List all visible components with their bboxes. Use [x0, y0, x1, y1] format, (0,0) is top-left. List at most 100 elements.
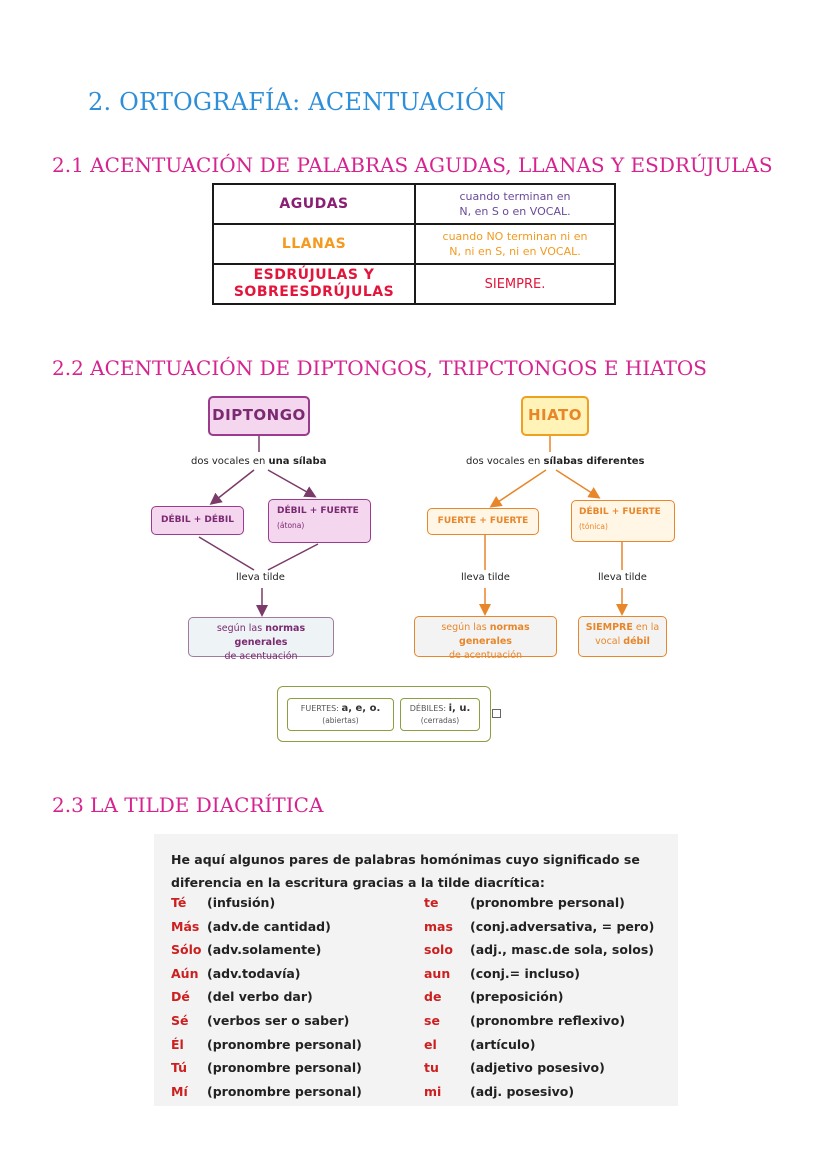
accented-word: Sé — [171, 1013, 189, 1028]
hiato-lleva-tilde-left: lleva tilde — [461, 572, 510, 583]
collapse-icon — [492, 709, 501, 718]
vowels-values: i, u. — [448, 703, 471, 714]
plain-meaning: (preposición) — [470, 989, 564, 1005]
rule-agudas: cuando terminan en N, en S o en VOCAL. — [414, 183, 616, 225]
plain-word: tu — [424, 1060, 439, 1076]
rule-esdrujulas: SIEMPRE. — [414, 263, 616, 305]
accented-meaning: (infusión) — [207, 895, 276, 910]
result-text: según las — [216, 623, 266, 634]
debil-fuerte-atona-box: DÉBIL + FUERTE (átona) — [268, 499, 371, 543]
plain-word: mas — [424, 918, 453, 934]
table-row: ESDRÚJULAS Y SOBREESDRÚJULAS SIEMPRE. — [212, 263, 616, 305]
result-text: en la — [632, 622, 660, 633]
result-text: de acentuación — [448, 650, 523, 661]
accented-meaning: (pronombre personal) — [207, 1083, 362, 1099]
plain-meaning: (pronombre reflexivo) — [470, 1013, 626, 1028]
accented-word: Té — [171, 895, 187, 910]
accented-word: Aún — [171, 965, 199, 981]
intro-line: diferencia en la escritura gracias a la … — [171, 875, 545, 890]
strong-vowels-box: FUERTES: a, e, o. (abiertas) — [287, 698, 394, 731]
diptongo-box: DIPTONGO — [208, 396, 310, 436]
plain-word: se — [424, 1013, 440, 1028]
vowels-values: a, e, o. — [341, 703, 381, 714]
section-3-heading: 2.3 LA TILDE DIACRÍTICA — [52, 793, 324, 817]
plain-meaning: (conj.= incluso) — [470, 965, 580, 981]
plain-meaning: (conj.adversativa, = pero) — [470, 918, 655, 934]
plain-meaning: (adjetivo posesivo) — [470, 1060, 605, 1076]
vowels-sublabel: (abiertas) — [322, 716, 359, 725]
debil-debil-box: DÉBIL + DÉBIL — [151, 506, 244, 535]
label-line: SOBREESDRÚJULAS — [233, 284, 395, 300]
accented-meaning: (pronombre personal) — [207, 1036, 362, 1052]
rule-llanas: cuando NO terminan ni en N, ni en S, ni … — [414, 223, 616, 265]
result-text: según las — [441, 622, 490, 633]
accented-word: Tú — [171, 1060, 188, 1076]
label-llanas: LLANAS — [212, 223, 416, 265]
accented-meaning: (verbos ser o saber) — [207, 1013, 350, 1028]
diptongo-lleva-tilde: lleva tilde — [236, 572, 285, 583]
result-bold: débil — [623, 636, 650, 647]
hiato-result-siempre-box: SIEMPRE en la vocal débil — [578, 616, 667, 657]
plain-word: de — [424, 989, 442, 1005]
plain-word: solo — [424, 942, 453, 958]
result-bold: SIEMPRE — [585, 622, 633, 633]
accentuation-table: AGUDAS cuando terminan en N, en S o en V… — [212, 183, 616, 305]
rule-line: cuando terminan en — [459, 190, 571, 203]
weak-vowels-box: DÉBILES: i, u. (cerradas) — [400, 698, 480, 731]
plain-word: te — [424, 895, 439, 910]
result-text: de acentuación — [224, 651, 298, 662]
accented-meaning: (adv.todavía) — [207, 965, 301, 981]
hiato-result-general-box: según las normas generales de acentuació… — [414, 616, 557, 661]
hiato-lleva-tilde-right: lleva tilde — [598, 572, 647, 583]
page-title: 2. ORTOGRAFÍA: ACENTUACIÓN — [88, 88, 507, 116]
box-label: DÉBIL + FUERTE — [579, 507, 661, 517]
section-2-heading: 2.2 ACENTUACIÓN DE DIPTONGOS, TRIPCTONGO… — [52, 356, 707, 380]
definition-bold: una sílaba — [268, 456, 327, 467]
label-agudas: AGUDAS — [212, 183, 416, 225]
diacritic-table: He aquí algunos pares de palabras homóni… — [154, 834, 678, 1106]
plain-word: el — [424, 1036, 437, 1052]
hiato-definition: dos vocales en sílabas diferentes — [466, 456, 644, 467]
vowels-legend: FUERTES: a, e, o. (abiertas) DÉBILES: i,… — [277, 686, 491, 742]
rule-line: N, ni en S, ni en VOCAL. — [449, 245, 581, 258]
definition-text: dos vocales en — [466, 456, 544, 467]
intro-text: He aquí algunos pares de palabras homóni… — [171, 848, 671, 894]
definition-bold: sílabas diferentes — [543, 456, 645, 467]
rule-line: cuando NO terminan ni en — [442, 230, 588, 243]
plain-meaning: (pronombre personal) — [470, 895, 625, 910]
diptongo-result-box: según las normas generales de acentuació… — [188, 617, 334, 662]
result-text: vocal — [595, 636, 624, 647]
accented-meaning: (pronombre personal) — [207, 1060, 362, 1076]
intro-line: He aquí algunos pares de palabras homóni… — [171, 852, 640, 867]
accented-word: Dé — [171, 989, 190, 1005]
section-1-heading: 2.1 ACENTUACIÓN DE PALABRAS AGUDAS, LLAN… — [52, 153, 773, 177]
box-sublabel: (átona) — [277, 521, 305, 530]
accented-meaning: (del verbo dar) — [207, 989, 313, 1005]
diptongo-definition: dos vocales en una sílaba — [191, 456, 326, 467]
plain-word: mi — [424, 1083, 442, 1099]
rule-line: N, en S o en VOCAL. — [459, 205, 571, 218]
vowels-sublabel: (cerradas) — [420, 716, 460, 725]
label-line: ESDRÚJULAS Y — [253, 267, 375, 283]
definition-text: dos vocales en — [191, 456, 269, 467]
result-bold: normas generales — [234, 623, 306, 648]
result-bold: normas generales — [459, 622, 530, 647]
hiato-box: HIATO — [521, 396, 589, 436]
accented-meaning: (adv.solamente) — [207, 942, 322, 958]
box-sublabel: (tónica) — [579, 522, 608, 531]
vowels-label: DÉBILES: — [409, 704, 449, 713]
accented-meaning: (adv.de cantidad) — [207, 918, 331, 934]
fuerte-fuerte-box: FUERTE + FUERTE — [427, 508, 539, 535]
plain-meaning: (adj., masc.de sola, solos) — [470, 942, 654, 958]
plain-meaning: (artículo) — [470, 1036, 536, 1052]
accented-word: Más — [171, 918, 200, 934]
plain-word: aun — [424, 965, 451, 981]
table-row: LLANAS cuando NO terminan ni en N, ni en… — [212, 223, 616, 265]
accented-word: Sólo — [171, 942, 202, 958]
debil-fuerte-tonica-box: DÉBIL + FUERTE (tónica) — [571, 500, 675, 542]
accented-word: Él — [171, 1036, 184, 1052]
vowels-label: FUERTES: — [300, 704, 342, 713]
label-esdrujulas: ESDRÚJULAS Y SOBREESDRÚJULAS — [212, 263, 416, 305]
plain-meaning: (adj. posesivo) — [470, 1083, 575, 1099]
